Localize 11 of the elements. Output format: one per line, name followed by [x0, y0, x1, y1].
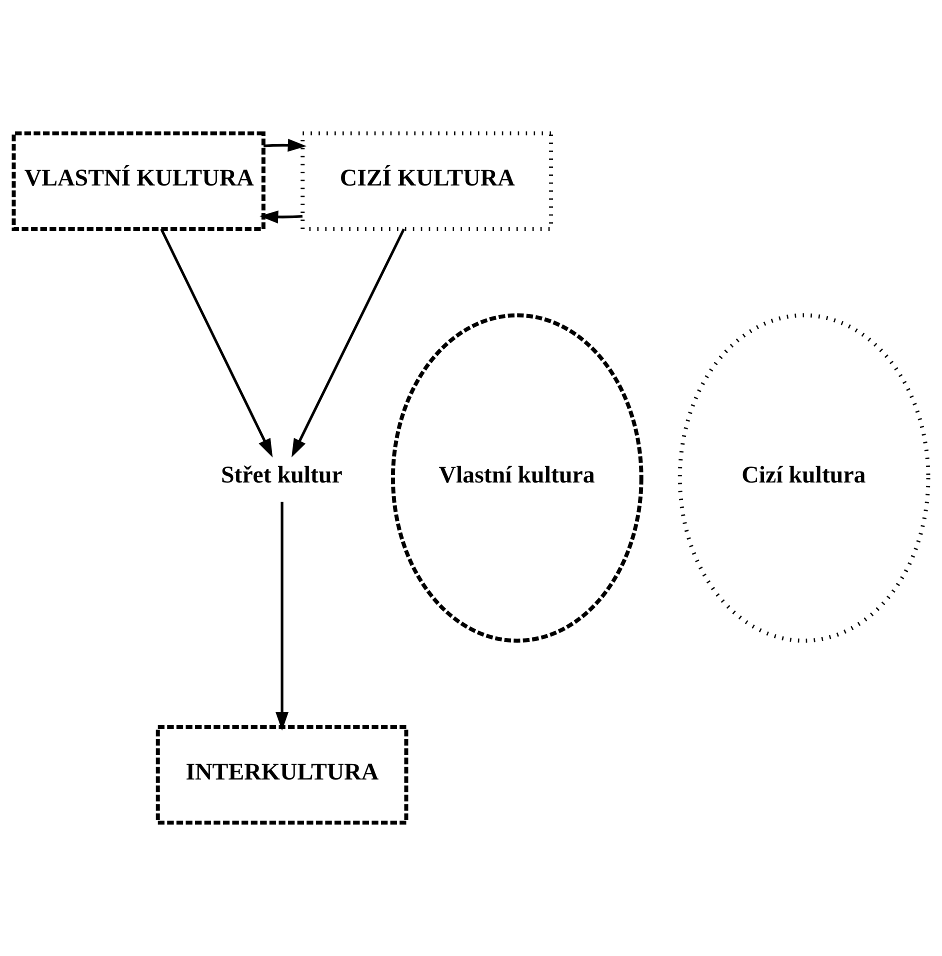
node-box: INTERKULTURA: [156, 725, 408, 825]
arrow: [292, 228, 406, 458]
arrow: [260, 210, 303, 224]
arrow: [160, 228, 273, 458]
node-ellipse: Cizí kultura: [678, 313, 930, 643]
arrow: [264, 138, 306, 152]
node-ellipse: Vlastní kultura: [390, 313, 644, 643]
node-text: Střet kultur: [220, 462, 342, 489]
node-box: VLASTNÍ KULTURA: [12, 131, 266, 231]
node-box: CIZÍ KULTURA: [300, 131, 554, 231]
arrow: [276, 502, 289, 731]
